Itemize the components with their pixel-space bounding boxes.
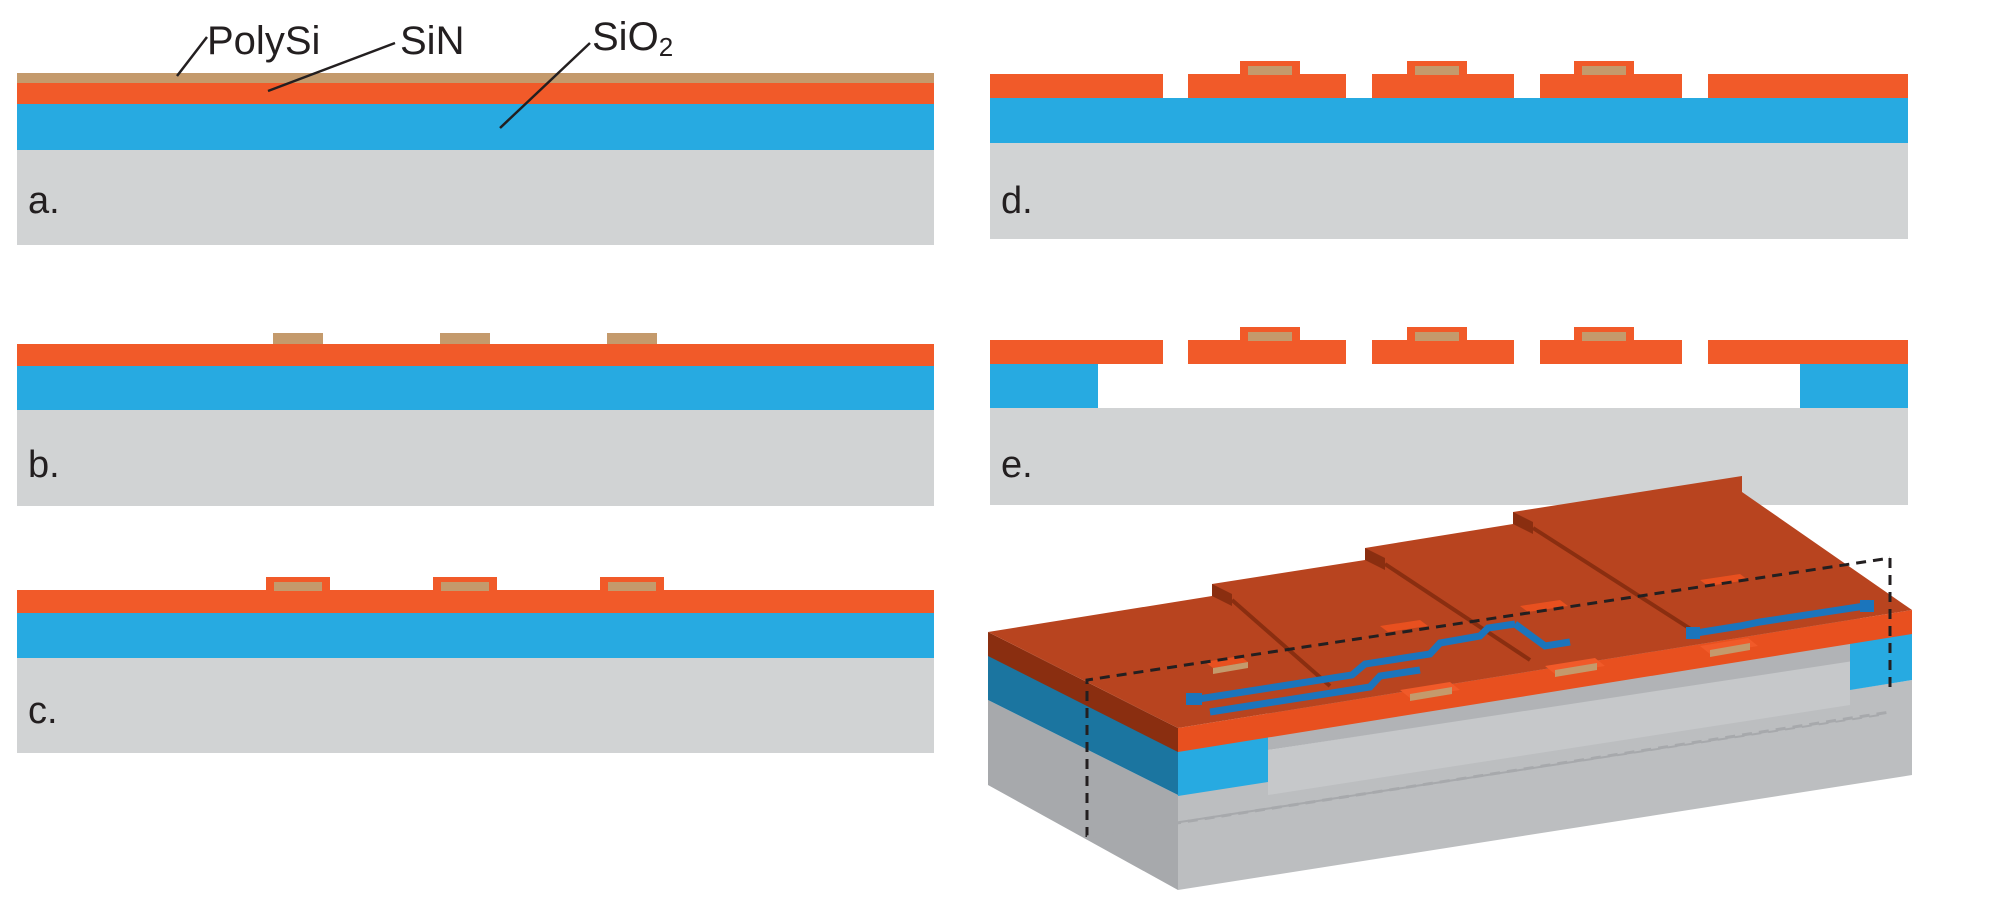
sio2-anchor-right — [1800, 364, 1908, 408]
sin-segment — [1540, 74, 1682, 98]
panel-label-d: d. — [1001, 180, 1033, 222]
polysi-pad — [440, 333, 490, 344]
isometric-device-view — [988, 476, 1912, 890]
substrate-layer — [17, 150, 934, 245]
sio2-layer — [990, 98, 1908, 143]
heater-bump — [1205, 656, 1248, 674]
polysi-pad — [1582, 66, 1626, 75]
polysi-pad — [441, 582, 489, 591]
cavity-floor — [1268, 660, 1850, 795]
sin-step-edge — [1365, 548, 1385, 570]
sin-segment — [990, 74, 1163, 98]
polysi-pad — [608, 582, 656, 591]
substrate-layer — [990, 408, 1908, 505]
heater-bump — [1400, 682, 1460, 701]
sin-step-edge — [1212, 584, 1232, 606]
sin-segment — [1188, 340, 1346, 364]
sio2-side-face — [988, 655, 1178, 795]
sio2-label-subscript: 2 — [659, 32, 673, 62]
polysi-pad — [1582, 332, 1626, 341]
panel-label-b: b. — [28, 444, 60, 486]
sio2-anchor-left — [990, 364, 1098, 408]
polysi-pad — [274, 582, 322, 591]
sio2-layer — [17, 366, 934, 410]
cross-section-dashed-outline — [1085, 556, 1891, 837]
sin-groove-line — [1531, 526, 1702, 637]
sin-layer — [17, 344, 934, 366]
sio2-front-anchor-right — [1850, 630, 1912, 690]
heater-bump — [1545, 658, 1605, 677]
polysi-pad — [1248, 66, 1292, 75]
waveguide-path — [1209, 666, 1421, 716]
polysi-label: PolySi — [207, 19, 320, 63]
substrate-side-face — [988, 700, 1178, 890]
sin-segment — [1540, 340, 1682, 364]
sin-side-face — [988, 632, 1178, 752]
substrate-layer — [990, 143, 1908, 239]
polysi-layer — [17, 73, 934, 83]
sio2-leader-line — [499, 42, 591, 129]
polysi-pad — [607, 333, 657, 344]
panel-a: a. PolySi SiN SiO2 — [17, 15, 934, 245]
sio2-layer — [17, 613, 934, 658]
polysi-leader-line — [176, 36, 208, 77]
sin-segment — [1708, 340, 1908, 364]
heater-bump — [1700, 638, 1758, 657]
polysi-pad — [273, 333, 323, 344]
sin-groove-line — [1383, 562, 1532, 662]
sio2-layer — [17, 104, 934, 150]
sin-label: SiN — [400, 19, 464, 63]
waveguide-pad — [1686, 627, 1700, 639]
polysi-pad — [1415, 332, 1459, 341]
substrate-layer — [17, 658, 934, 753]
waveguide-pad — [1186, 693, 1202, 705]
heater-bump — [1520, 600, 1568, 612]
waveguide-path — [1512, 621, 1571, 650]
sin-segment — [1188, 74, 1346, 98]
panel-d: d. — [990, 61, 1908, 239]
substrate-layer — [17, 410, 934, 506]
polysi-pad — [1248, 332, 1292, 341]
sin-segment — [1372, 74, 1514, 98]
sin-segment — [1372, 340, 1514, 364]
sin-groove-line — [1230, 598, 1332, 688]
substrate-front-face — [1178, 680, 1912, 890]
sin-layer — [17, 590, 934, 613]
panel-label-e: e. — [1001, 444, 1033, 486]
panel-c: c. — [17, 577, 934, 753]
panel-label-a: a. — [28, 180, 60, 222]
panel-label-c: c. — [28, 690, 58, 732]
heater-bump — [1380, 620, 1428, 632]
sio2-label: SiO2 — [592, 15, 673, 62]
waveguide-path — [1689, 602, 1866, 638]
sin-segment — [990, 340, 1163, 364]
sin-segment — [1708, 74, 1908, 98]
sio2-front-anchor-left — [1178, 736, 1268, 796]
waveguide-pad — [1860, 600, 1874, 612]
sio2-label-main: SiO — [592, 15, 659, 59]
panel-b: b. — [17, 333, 934, 506]
polysi-pad — [1415, 66, 1459, 75]
sin-layer — [17, 83, 934, 104]
panel-e: e. — [990, 327, 1908, 505]
sin-leader-line — [267, 41, 396, 93]
sin-step-edge — [1513, 512, 1533, 534]
heater-bump — [1700, 574, 1748, 586]
waveguide-path — [1191, 620, 1516, 704]
